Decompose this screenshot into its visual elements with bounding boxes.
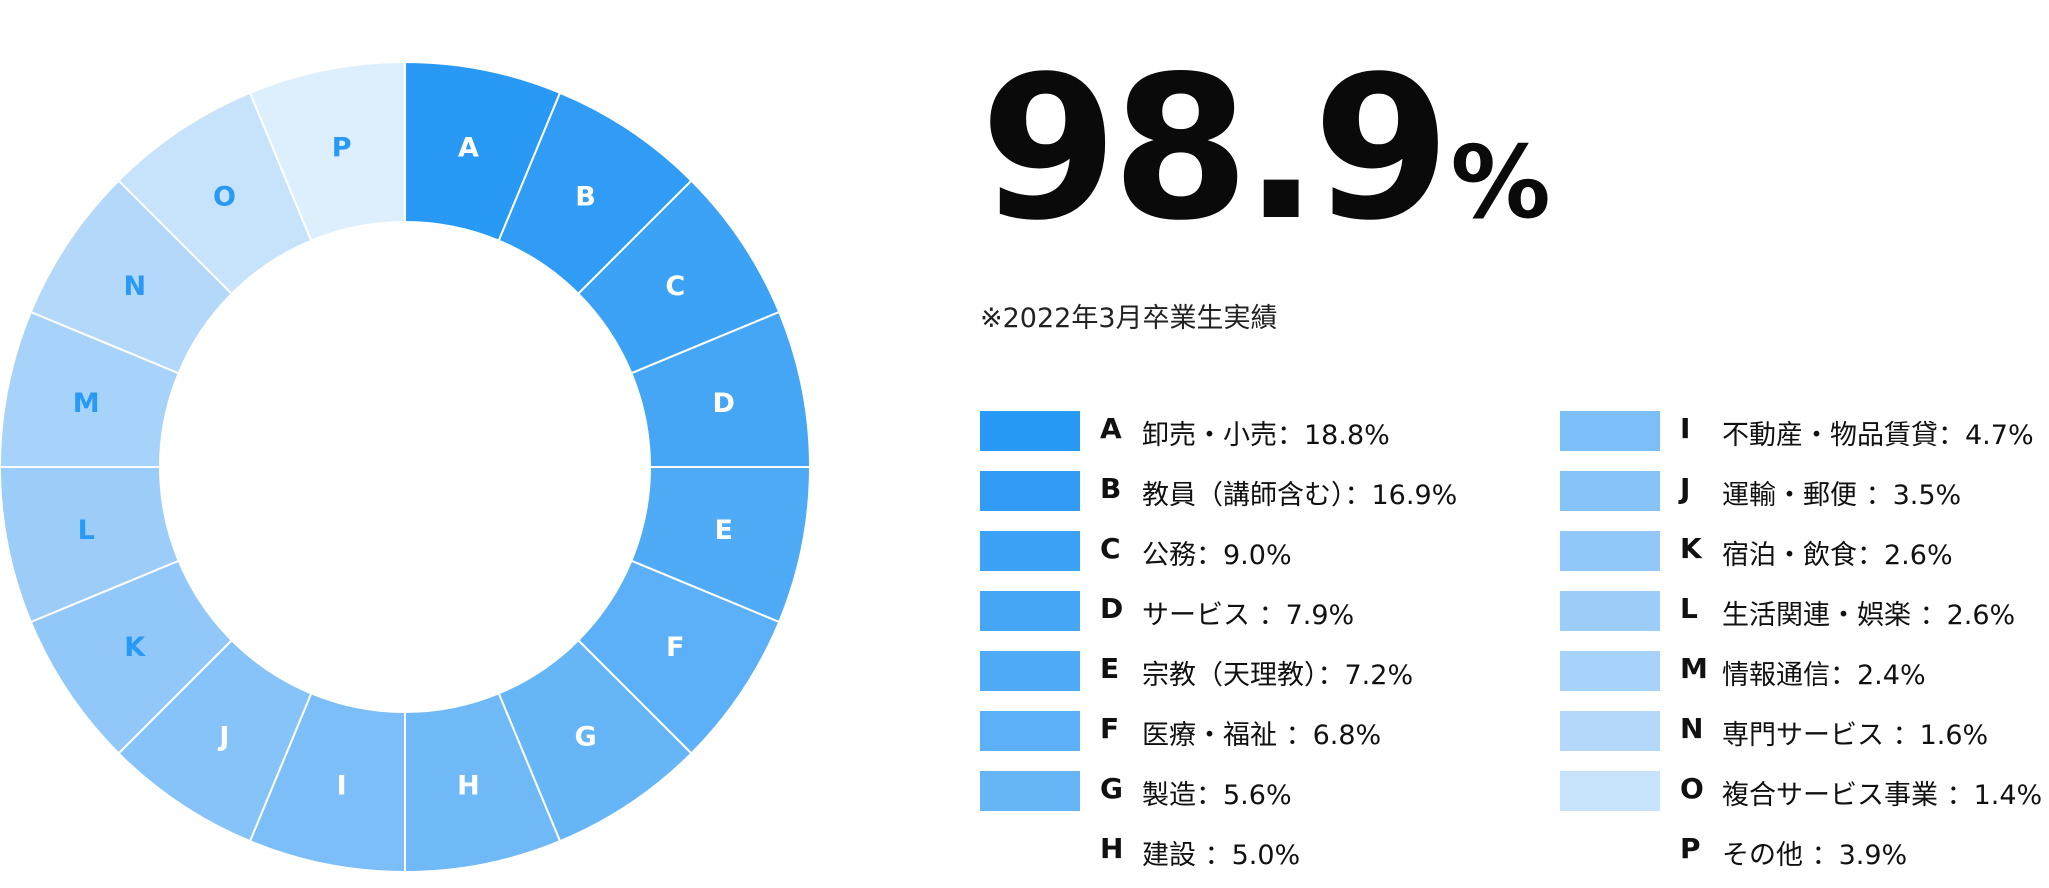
- legend-letter: F: [1100, 712, 1120, 745]
- legend-swatch: [980, 411, 1080, 451]
- legend-swatch: [1560, 711, 1660, 751]
- donut-segment-label-l: L: [78, 515, 95, 546]
- legend-swatch: [980, 651, 1080, 691]
- legend-label: その他 ：3.9%: [1722, 840, 1908, 871]
- legend-label: 情報通信：2.4%: [1722, 660, 1926, 691]
- legend-swatch: [980, 531, 1080, 571]
- legend-swatch: [1560, 471, 1660, 511]
- legend-letter: J: [1680, 472, 1691, 505]
- legend-letter: C: [1100, 532, 1121, 565]
- donut-segment-label-m: M: [73, 388, 100, 419]
- donut-segment-p: [248, 60, 406, 242]
- donut-segment-label-a: A: [458, 133, 479, 164]
- legend-label: 生活関連・娯楽 ：2.6%: [1722, 600, 2016, 631]
- legend-swatch: [980, 771, 1080, 811]
- legend-letter: N: [1680, 712, 1704, 745]
- legend-letter: I: [1680, 412, 1691, 445]
- legend-label: 医療・福祉 ：6.8%: [1142, 720, 1382, 751]
- legend-letter: A: [1100, 412, 1122, 445]
- legend-letter: E: [1100, 652, 1120, 685]
- legend-label: 建設 ：5.0%: [1142, 840, 1301, 871]
- legend-letter: B: [1100, 472, 1122, 505]
- donut-segment-label-c: C: [665, 271, 685, 302]
- donut-segment-label-f: F: [666, 632, 684, 663]
- legend-label: 運輸・郵便 ：3.5%: [1722, 480, 1962, 511]
- legend-swatch: [980, 591, 1080, 631]
- donut-segment-label-o: O: [213, 181, 236, 212]
- legend-label: 卸売・小売：18.8%: [1142, 420, 1390, 451]
- legend-label: 公務：9.0%: [1142, 540, 1292, 571]
- donut-segment-label-j: J: [217, 722, 229, 753]
- donut-segment-label-g: G: [574, 722, 596, 753]
- headline-rate: 98.9%: [980, 50, 1551, 270]
- donut-segment-label-d: D: [713, 388, 735, 419]
- donut-segment-label-k: K: [124, 632, 146, 663]
- legend-label: 宿泊・飲食：2.6%: [1722, 540, 1953, 571]
- donut-segment-label-n: N: [123, 271, 146, 302]
- donut-segment-label-b: B: [575, 181, 596, 212]
- legend-swatch: [980, 711, 1080, 751]
- donut-segment-label-p: P: [332, 133, 352, 164]
- donut-segment-label-h: H: [457, 770, 480, 801]
- legend-letter: H: [1100, 832, 1124, 865]
- donut-segment-l: [0, 466, 180, 624]
- legend-label: 複合サービス事業 ：1.4%: [1722, 780, 2043, 811]
- legend-swatch: [1560, 531, 1660, 571]
- donut-chart: A B C D E F G H I J K L M N O P: [0, 60, 812, 874]
- legend-label: 製造：5.6%: [1142, 780, 1292, 811]
- headline-unit: %: [1450, 124, 1551, 241]
- legend-label: 宗教（天理教）：7.2%: [1142, 660, 1414, 691]
- legend-label: 専門サービス ：1.6%: [1722, 720, 1989, 751]
- legend-label: サービス ：7.9%: [1142, 600, 1355, 631]
- legend-letter: G: [1100, 772, 1123, 805]
- legend-letter: K: [1680, 532, 1702, 565]
- legend-letter: M: [1680, 652, 1708, 685]
- legend-swatch: [1560, 411, 1660, 451]
- legend-letter: O: [1680, 772, 1704, 805]
- legend-label: 教員（講師含む）：16.9%: [1142, 480, 1458, 511]
- headline-value: 98.9: [980, 33, 1451, 264]
- legend-swatch: [1560, 591, 1660, 631]
- legend-letter: P: [1680, 832, 1701, 865]
- legend-swatch: [1560, 651, 1660, 691]
- legend-letter: D: [1100, 592, 1124, 625]
- legend-swatch: [980, 471, 1080, 511]
- donut-segment-label-e: E: [715, 515, 733, 546]
- legend-label: 不動産・物品賃貸：4.7%: [1722, 420, 2034, 451]
- donut-segment-label-i: I: [337, 770, 347, 801]
- footnote: ※2022年3月卒業生実績: [980, 303, 1278, 334]
- legend-letter: L: [1680, 592, 1698, 625]
- legend-swatch: [1560, 771, 1660, 811]
